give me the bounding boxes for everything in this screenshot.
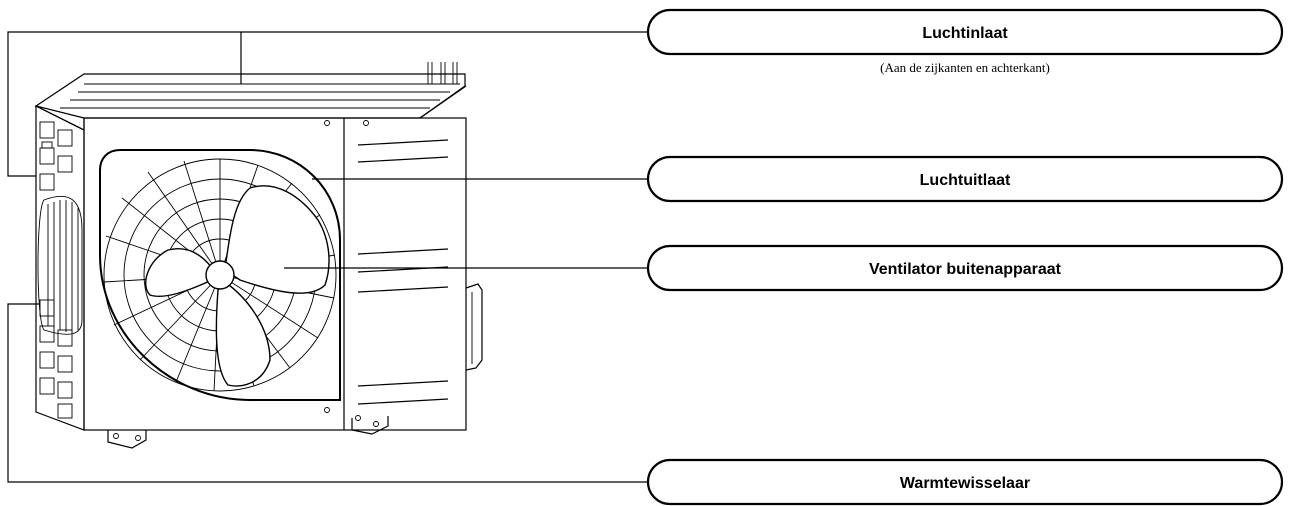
leader-lines [7, 31, 648, 483]
outdoor-unit-illustration [34, 62, 483, 449]
label-heat-exchanger-text: Warmtewisselaar [900, 475, 1030, 492]
label-air-inlet: Luchtinlaat [646, 8, 1284, 56]
label-heat-exchanger: Warmtewisselaar [646, 458, 1284, 506]
mounting-feet [107, 416, 389, 449]
label-air-inlet-text: Luchtinlaat [922, 25, 1008, 42]
label-air-inlet-note: (Aan de zijkanten en achterkant) [880, 60, 1050, 75]
side-grille [39, 121, 73, 419]
top-panel [34, 73, 466, 131]
label-air-outlet: Luchtuitlaat [646, 155, 1284, 203]
label-outdoor-fan-text: Ventilator buitenapparaat [869, 261, 1062, 278]
front-casing [83, 85, 483, 431]
side-panel [35, 105, 85, 431]
label-air-outlet-text: Luchtuitlaat [920, 172, 1011, 189]
leader-heat-exchanger [7, 303, 648, 483]
leader-air-inlet [7, 31, 648, 177]
label-outdoor-fan: Ventilator buitenapparaat [646, 244, 1284, 292]
fan-blades [145, 185, 330, 387]
refrigerant-pipes [427, 62, 458, 84]
